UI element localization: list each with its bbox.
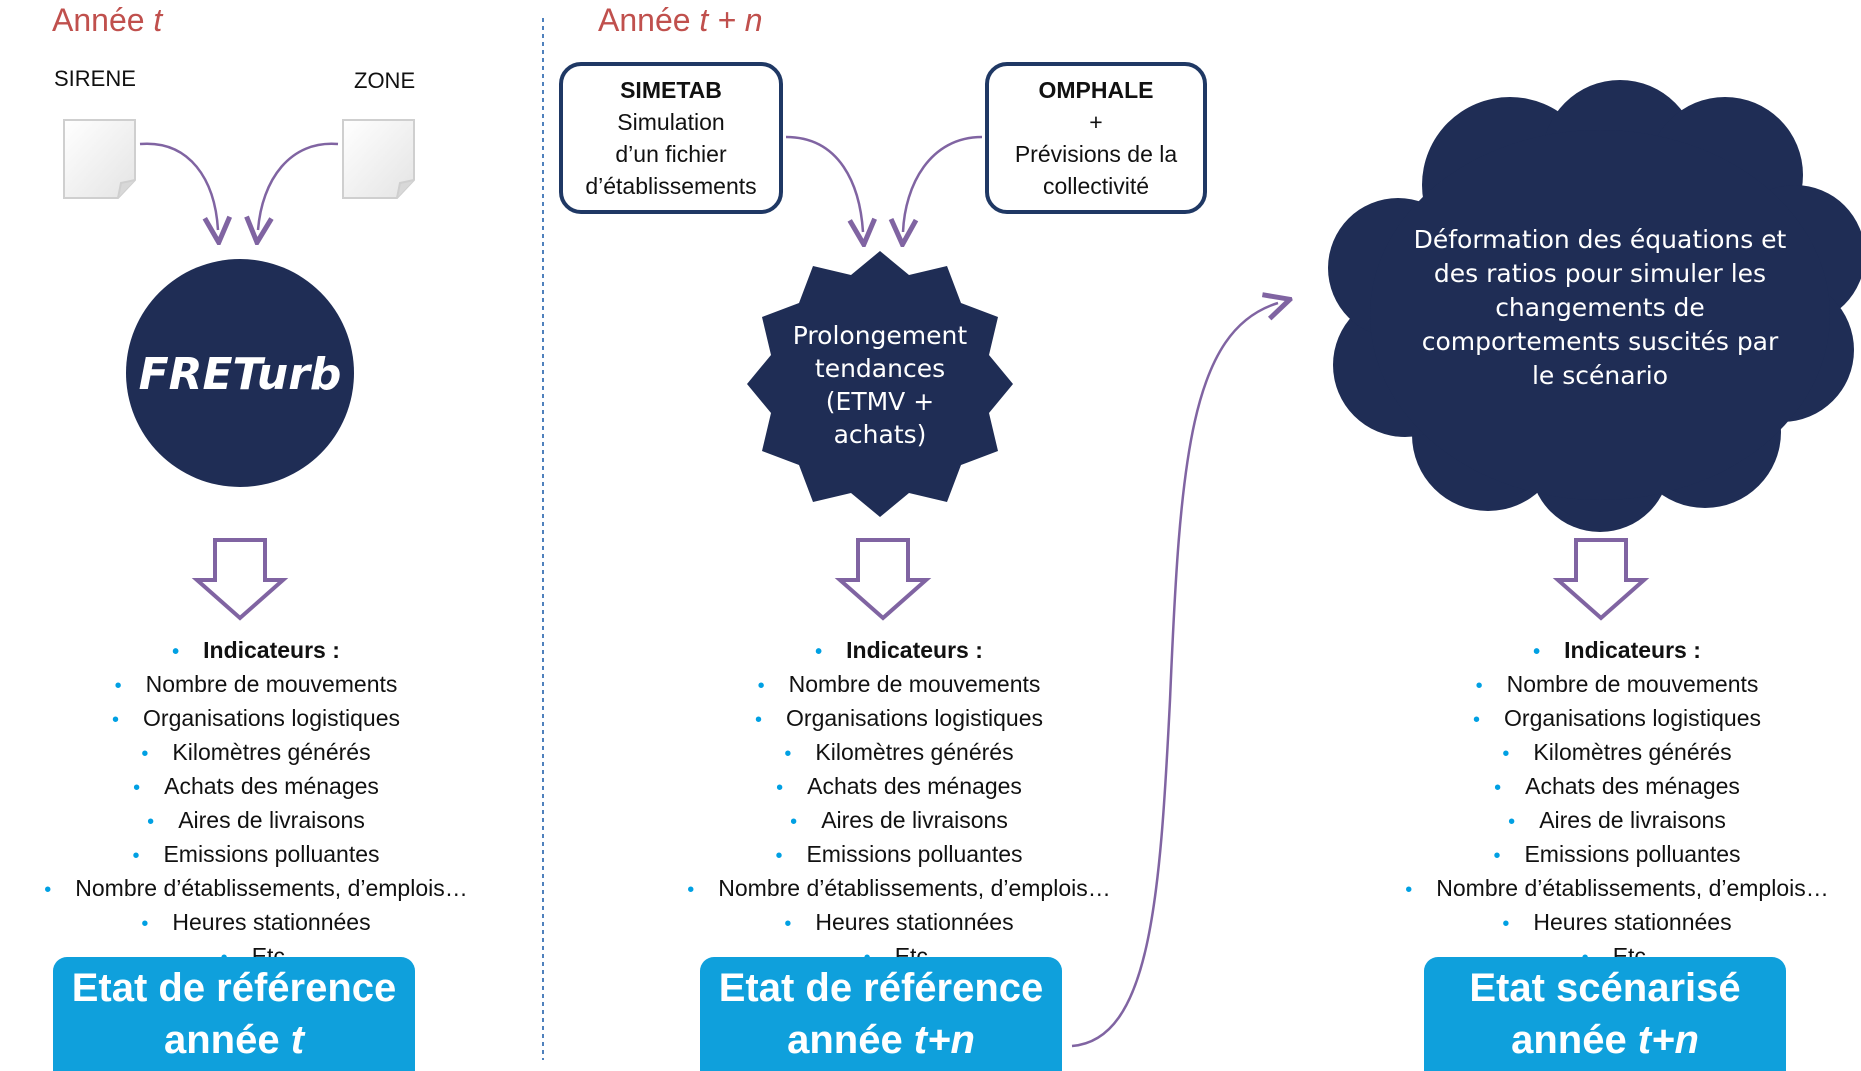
star-line: (ETMV + (825, 387, 935, 416)
arrow-omphale-to-star (903, 135, 983, 232)
down-arrow (834, 538, 932, 621)
omphale-box: OMPHALE + Prévisions de la collectivité (985, 62, 1207, 214)
freturb-circle (126, 259, 354, 487)
indicators-list-t: Indicateurs : Nombre de mouvements Organ… (0, 634, 512, 974)
cloud-line: comportements suscités par (1421, 326, 1779, 356)
state-box-reference-t-plus-n: Etat de référence année t+n (700, 957, 1062, 1071)
indicator-item: Kilomètres générés (643, 736, 1155, 770)
cloud-line: le scénario (1531, 360, 1669, 390)
freturb-label: FRETurb (138, 348, 342, 400)
arrow-simetab-to-star (785, 135, 863, 232)
indicator-item: Organisations logistiques (0, 702, 512, 736)
year-title-t-plus-n: Année t + n (598, 2, 763, 39)
state-line1: Etat de référence (71, 966, 397, 1010)
state-year-variable: t+n (913, 1018, 975, 1062)
state-year-variable: t+n (1637, 1018, 1699, 1062)
document-icon (342, 119, 415, 199)
indicators-title: Indicateurs : (0, 634, 512, 668)
down-arrow (1552, 538, 1650, 621)
arrow-zone-to-freturb (258, 142, 339, 230)
year-prefix: Année (598, 2, 700, 38)
indicator-item: Nombre de mouvements (643, 668, 1155, 702)
star-line: achats) (833, 420, 927, 449)
indicator-item: Heures stationnées (1361, 906, 1861, 940)
indicator-item: Emissions polluantes (643, 838, 1155, 872)
indicator-item: Emissions polluantes (0, 838, 512, 872)
indicator-item: Nombre d’établissements, d’emplois… (1361, 872, 1861, 906)
omphale-title: OMPHALE (1038, 77, 1154, 103)
star-line: tendances (814, 354, 946, 383)
indicators-list-scenario: Indicateurs : Nombre de mouvements Organ… (1361, 634, 1861, 974)
indicator-item: Organisations logistiques (643, 702, 1155, 736)
state-line2: année t+n (787, 1014, 975, 1066)
indicator-item: Achats des ménages (1361, 770, 1861, 804)
source-label-sirene: SIRENE (54, 66, 136, 91)
cloud-line: des ratios pour simuler les (1433, 258, 1767, 288)
state-year-variable: t (290, 1018, 305, 1062)
indicator-item: Nombre de mouvements (0, 668, 512, 702)
simetab-line: d’un fichier (615, 141, 727, 167)
star-line: Prolongement (792, 321, 968, 350)
cloud-line: Déformation des équations et (1413, 224, 1787, 254)
arrow-state-to-cloud (1071, 303, 1278, 1048)
year-title-t: Année t (52, 2, 162, 39)
indicator-item: Heures stationnées (0, 906, 512, 940)
indicator-item: Nombre d’établissements, d’emplois… (0, 872, 512, 906)
scenario-cloud (1328, 80, 1861, 532)
indicator-item: Nombre d’établissements, d’emplois… (643, 872, 1155, 906)
omphale-line: Prévisions de la (1014, 141, 1178, 167)
indicator-item: Kilomètres générés (0, 736, 512, 770)
year-prefix: Année (52, 2, 154, 38)
indicators-list-t-plus-n: Indicateurs : Nombre de mouvements Organ… (643, 634, 1155, 974)
indicator-item: Achats des ménages (0, 770, 512, 804)
state-year-prefix: année (787, 1018, 914, 1062)
indicators-title: Indicateurs : (643, 634, 1155, 668)
indicator-item: Organisations logistiques (1361, 702, 1861, 736)
indicator-item: Aires de livraisons (0, 804, 512, 838)
simetab-box: SIMETAB Simulation d’un fichier d’établi… (559, 62, 783, 214)
state-line2: année t (164, 1014, 304, 1066)
indicator-item: Achats des ménages (643, 770, 1155, 804)
indicator-item: Emissions polluantes (1361, 838, 1861, 872)
state-year-prefix: année (163, 1018, 291, 1062)
cloud-text: Déformation des équations et des ratios … (1380, 220, 1820, 395)
state-line1: Etat de référence (718, 966, 1044, 1010)
state-year-prefix: année (1511, 1018, 1638, 1062)
simetab-title: SIMETAB (620, 77, 722, 103)
indicator-item: Kilomètres générés (1361, 736, 1861, 770)
prolongement-star (747, 251, 1013, 517)
indicator-item: Nombre de mouvements (1361, 668, 1861, 702)
down-arrow (191, 538, 289, 621)
omphale-line: + (1089, 109, 1103, 135)
state-box-scenario: Etat scénarisé année t+n (1424, 957, 1786, 1071)
year-variable: t (153, 2, 163, 38)
source-label-zone: ZONE (354, 68, 416, 93)
cloud-line: changements de (1495, 292, 1705, 322)
state-box-reference-t: Etat de référence année t (53, 957, 415, 1071)
simetab-line: d’établissements (585, 173, 757, 199)
arrow-sirene-to-freturb (139, 142, 218, 230)
star-text: Prolongement tendances (ETMV + achats) (770, 310, 990, 460)
indicator-item: Aires de livraisons (643, 804, 1155, 838)
simetab-line: Simulation (617, 109, 725, 135)
document-icon (63, 119, 136, 199)
indicator-item: Heures stationnées (643, 906, 1155, 940)
year-variable: t + n (699, 2, 763, 38)
state-line1: Etat scénarisé (1469, 966, 1741, 1010)
indicator-item: Aires de livraisons (1361, 804, 1861, 838)
omphale-line: collectivité (1042, 173, 1150, 199)
state-line2: année t+n (1511, 1014, 1699, 1066)
indicators-title: Indicateurs : (1361, 634, 1861, 668)
